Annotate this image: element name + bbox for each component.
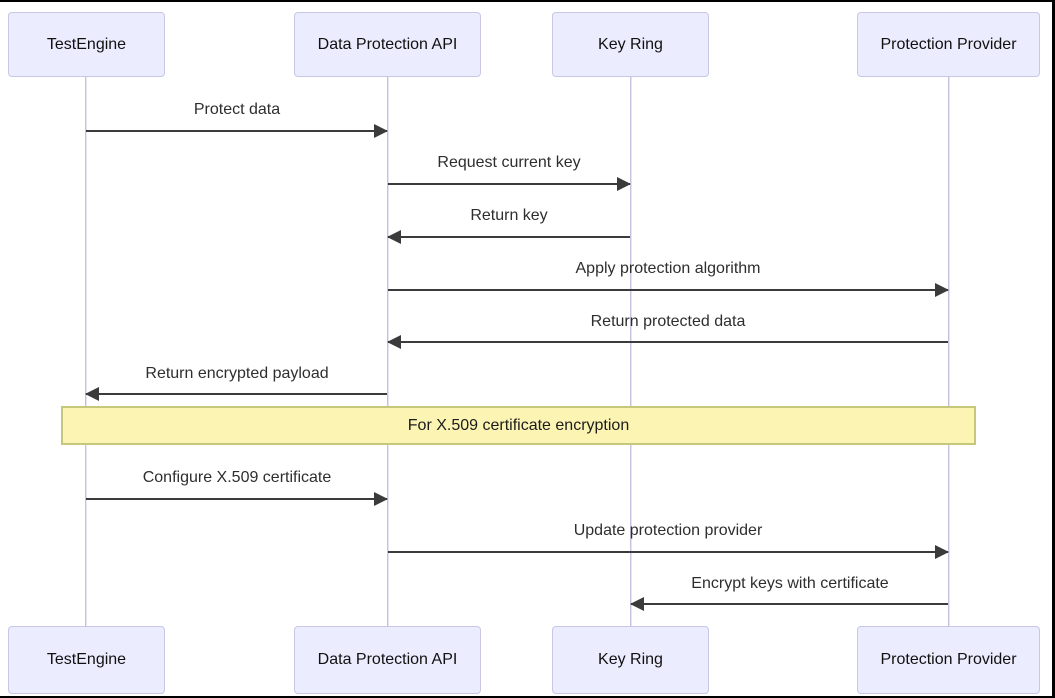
message-arrow	[86, 492, 388, 506]
actor-label: Data Protection API	[317, 651, 458, 668]
arrowhead-left-icon	[387, 230, 401, 244]
message-arrow	[630, 597, 948, 611]
actor-bottom-protection-provider: Protection Provider	[857, 626, 1040, 694]
message-arrow	[86, 124, 388, 138]
message-label: Encrypt keys with certificate	[691, 575, 889, 592]
actor-label: Protection Provider	[880, 35, 1017, 53]
message-label: Return encrypted payload	[145, 365, 329, 382]
actor-label: TestEngine	[46, 35, 127, 53]
arrowhead-right-icon	[374, 124, 388, 138]
arrowhead-right-icon	[935, 283, 949, 297]
arrowhead-left-icon	[630, 597, 644, 611]
message-label: Return key	[470, 207, 548, 224]
message-arrow	[85, 387, 387, 401]
arrowhead-left-icon	[387, 335, 401, 349]
message-label: Update protection provider	[573, 522, 763, 539]
message-arrow	[388, 545, 949, 559]
actor-label: Key Ring	[598, 35, 663, 53]
note-banner: For X.509 certificate encryption	[61, 406, 976, 445]
message-label: Protect data	[193, 101, 281, 118]
message-arrow	[388, 283, 949, 297]
lifeline-key-ring	[630, 77, 632, 626]
note-label: For X.509 certificate encryption	[407, 416, 630, 434]
actor-label: TestEngine	[46, 651, 127, 668]
actor-label: Data Protection API	[317, 35, 458, 53]
lifeline-data-protection-api	[387, 77, 389, 626]
actor-bottom-data-protection-api: Data Protection API	[294, 626, 481, 694]
actor-label: Key Ring	[598, 651, 663, 668]
actor-top-protection-provider: Protection Provider	[857, 12, 1040, 77]
message-label: Apply protection algorithm	[575, 260, 761, 277]
message-arrow	[387, 335, 948, 349]
actor-top-testengine: TestEngine	[8, 12, 165, 77]
actor-label: Protection Provider	[880, 651, 1017, 668]
actor-top-key-ring: Key Ring	[552, 12, 709, 77]
message-arrow	[387, 230, 630, 244]
arrowhead-right-icon	[374, 492, 388, 506]
actor-bottom-testengine: TestEngine	[8, 626, 165, 694]
message-label: Return protected data	[590, 313, 746, 330]
message-arrow	[388, 177, 631, 191]
lifeline-protection-provider	[948, 77, 950, 626]
arrowhead-right-icon	[617, 177, 631, 191]
arrowhead-left-icon	[85, 387, 99, 401]
arrowhead-right-icon	[935, 545, 949, 559]
message-label: Configure X.509 certificate	[142, 469, 332, 486]
actor-bottom-key-ring: Key Ring	[552, 626, 709, 694]
message-label: Request current key	[437, 154, 581, 171]
lifeline-testengine	[85, 77, 87, 626]
actor-top-data-protection-api: Data Protection API	[294, 12, 481, 77]
